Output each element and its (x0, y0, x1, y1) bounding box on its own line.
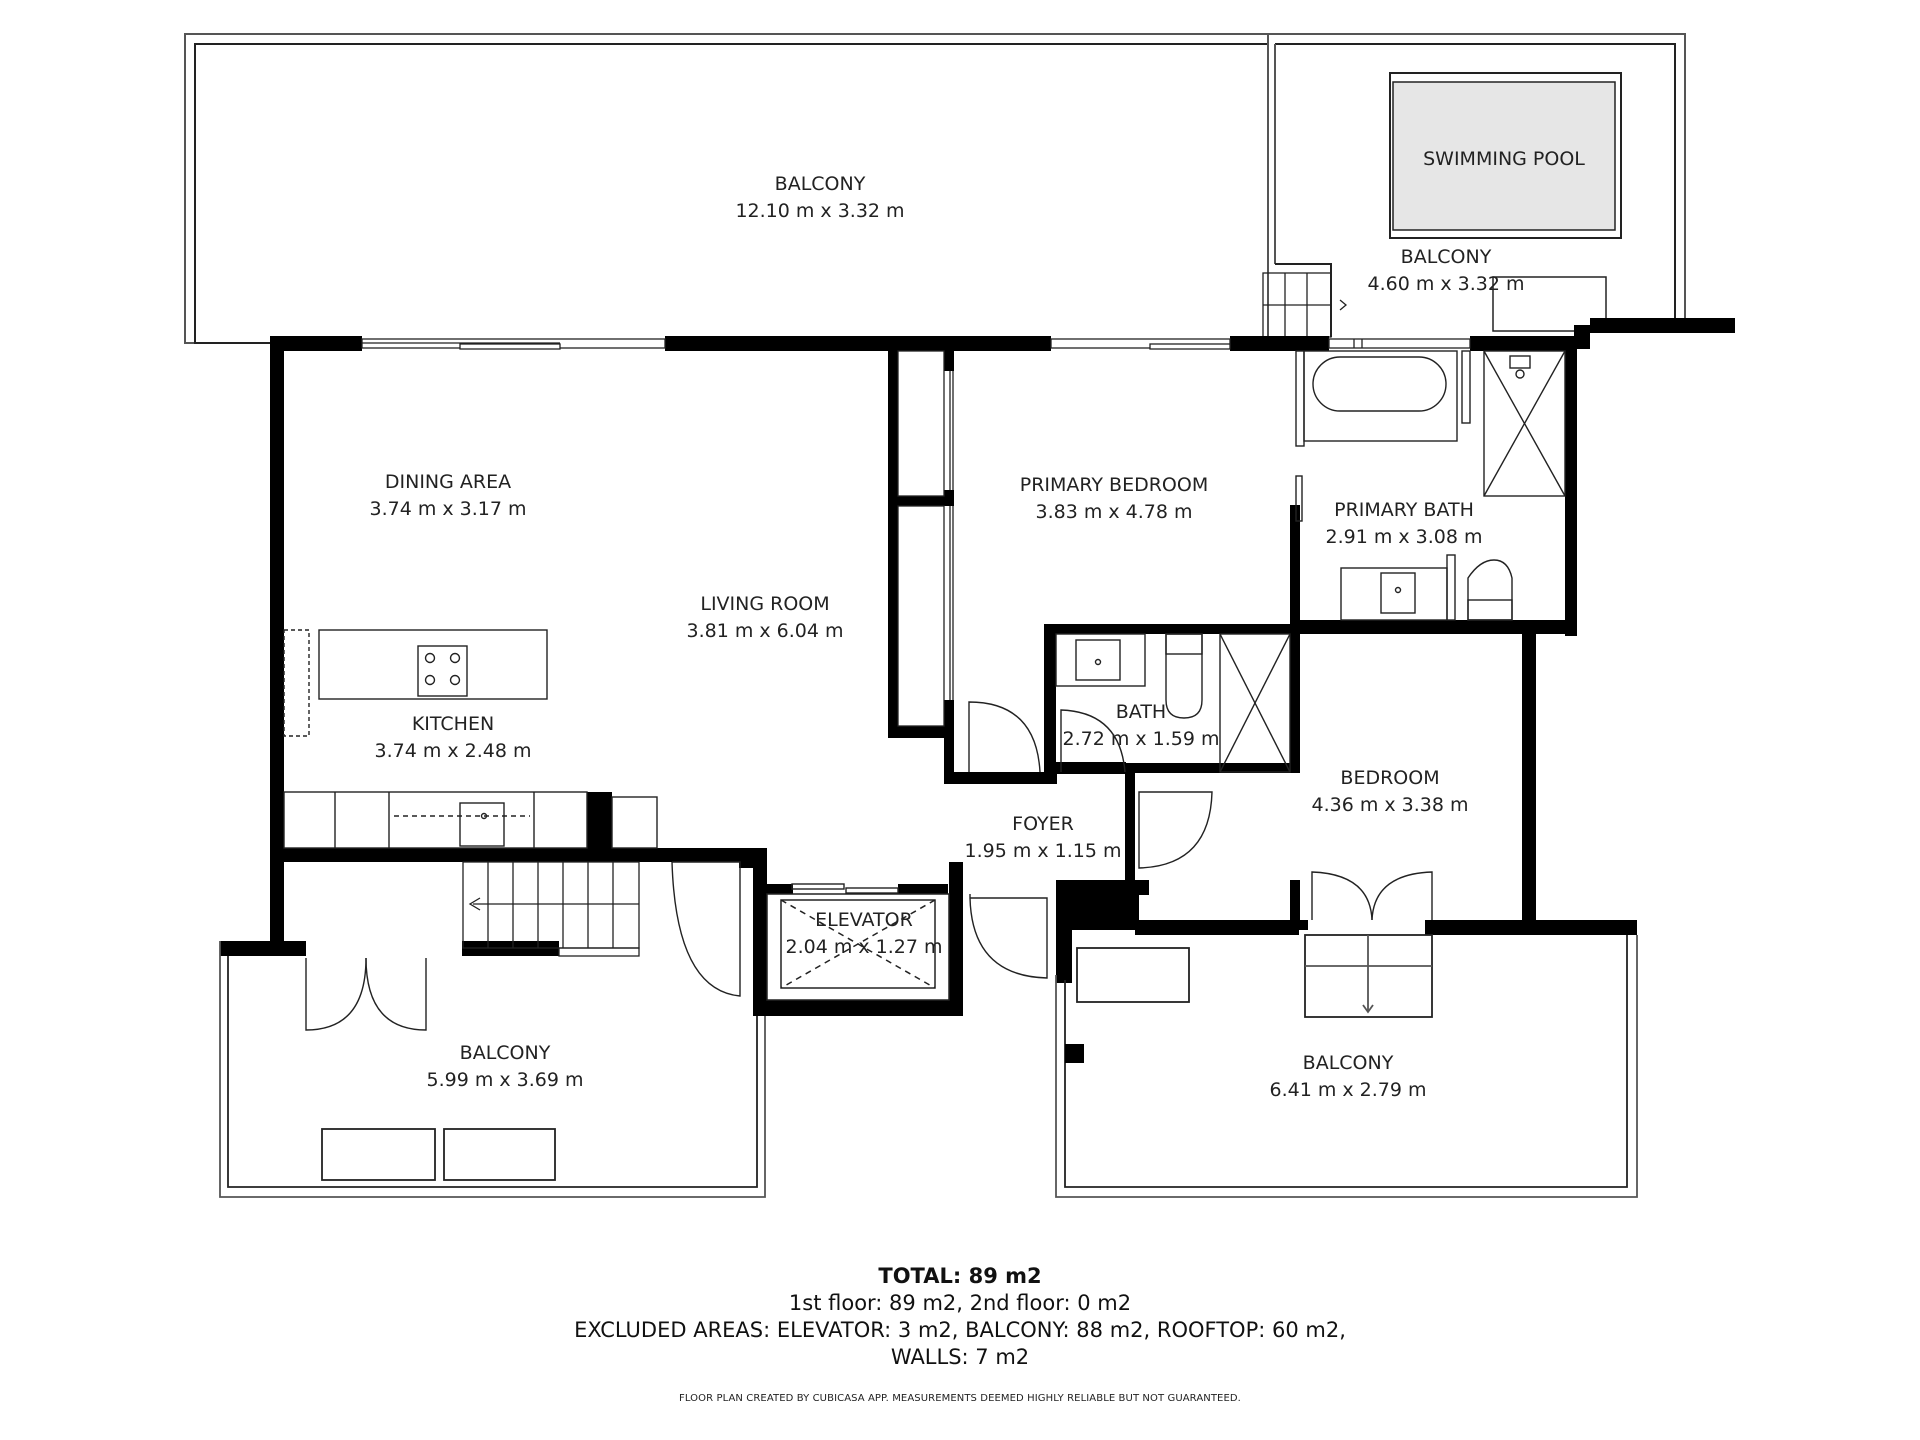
room-dimensions: 3.74 m x 2.48 m (374, 740, 532, 762)
room-name: BEDROOM (1340, 767, 1440, 789)
swimming-pool (1389, 72, 1622, 239)
room-label-elevator: ELEVATOR 2.04 m x 1.27 m (785, 907, 942, 961)
closet-doors (897, 350, 954, 727)
room-name: BATH (1115, 701, 1167, 723)
balcony-left-outline (219, 941, 766, 1198)
room-dimensions: 3.83 m x 4.78 m (1035, 501, 1193, 523)
column-right-balcony (1065, 1044, 1081, 1063)
room-label-bath: BATH 2.72 m x 1.59 m (1062, 699, 1219, 753)
room-label-swimming-pool: SWIMMING POOL (1423, 146, 1585, 173)
room-dimensions: 3.81 m x 6.04 m (686, 620, 844, 642)
room-name: DINING AREA (384, 471, 512, 493)
credit-note: FLOOR PLAN CREATED BY CUBICASA APP. MEAS… (679, 1393, 1241, 1404)
room-dimensions: 2.04 m x 1.27 m (785, 936, 943, 958)
walls (220, 318, 1735, 1063)
room-label-dining-area: DINING AREA 3.74 m x 3.17 m (369, 469, 526, 523)
room-label-kitchen: KITCHEN 3.74 m x 2.48 m (374, 711, 531, 765)
primary-bath-fixtures (1295, 350, 1566, 621)
bath-fixtures (1055, 633, 1291, 773)
room-label-balcony-pool: BALCONY 4.60 m x 3.32 m (1367, 244, 1524, 298)
elevator-car (766, 893, 950, 1001)
floor-areas: 1st floor: 89 m2, 2nd floor: 0 m2 (788, 1291, 1132, 1315)
room-name: PRIMARY BEDROOM (1019, 474, 1209, 496)
bench-pool-balcony (1492, 276, 1607, 332)
room-dimensions: 12.10 m x 3.32 m (735, 200, 905, 222)
room-label-living-room: LIVING ROOM 3.81 m x 6.04 m (686, 591, 843, 645)
walls-area: WALLS: 7 m2 (890, 1345, 1030, 1369)
room-label-bedroom: BEDROOM 4.36 m x 3.38 m (1311, 765, 1468, 819)
room-label-balcony-left: BALCONY 5.99 m x 3.69 m (426, 1040, 583, 1094)
room-dimensions: 3.74 m x 3.17 m (369, 498, 527, 520)
balcony-right-outline (1055, 934, 1638, 1198)
area-summary: TOTAL: 89 m2 1st floor: 89 m2, 2nd floor… (0, 1262, 1920, 1371)
room-dimensions: 4.36 m x 3.38 m (1311, 794, 1469, 816)
room-dimensions: 2.72 m x 1.59 m (1062, 728, 1220, 750)
room-name: FOYER (1012, 813, 1074, 835)
stairs-pool-balcony (1262, 272, 1348, 338)
stairs-main (462, 861, 640, 957)
room-dimensions: 6.41 m x 2.79 m (1269, 1079, 1427, 1101)
room-name: PRIMARY BATH (1334, 499, 1474, 521)
room-name: KITCHEN (411, 713, 495, 735)
doors (305, 701, 1433, 1031)
room-name: BALCONY (1400, 246, 1492, 268)
room-name: BALCONY (774, 173, 866, 195)
total-area: TOTAL: 89 m2 (878, 1264, 1042, 1288)
room-name: LIVING ROOM (700, 593, 830, 615)
windows (361, 338, 1471, 350)
room-dimensions: 2.91 m x 3.08 m (1325, 526, 1483, 548)
room-label-balcony-right: BALCONY 6.41 m x 2.79 m (1269, 1050, 1426, 1104)
room-name: BALCONY (1302, 1052, 1394, 1074)
kitchen-fixtures (283, 629, 658, 849)
room-dimensions: 5.99 m x 3.69 m (426, 1069, 584, 1091)
room-name: ELEVATOR (815, 909, 913, 931)
room-label-foyer: FOYER 1.95 m x 1.15 m (964, 811, 1121, 865)
room-name: SWIMMING POOL (1423, 148, 1585, 170)
room-dimensions: 4.60 m x 3.32 m (1367, 273, 1525, 295)
room-label-balcony-top: BALCONY 12.10 m x 3.32 m (735, 171, 904, 225)
room-label-primary-bath: PRIMARY BATH 2.91 m x 3.08 m (1325, 497, 1482, 551)
room-label-primary-bedroom: PRIMARY BEDROOM 3.83 m x 4.78 m (1020, 472, 1208, 526)
room-dimensions: 1.95 m x 1.15 m (964, 840, 1122, 862)
excluded-areas: EXCLUDED AREAS: ELEVATOR: 3 m2, BALCONY:… (574, 1318, 1346, 1342)
room-name: BALCONY (459, 1042, 551, 1064)
